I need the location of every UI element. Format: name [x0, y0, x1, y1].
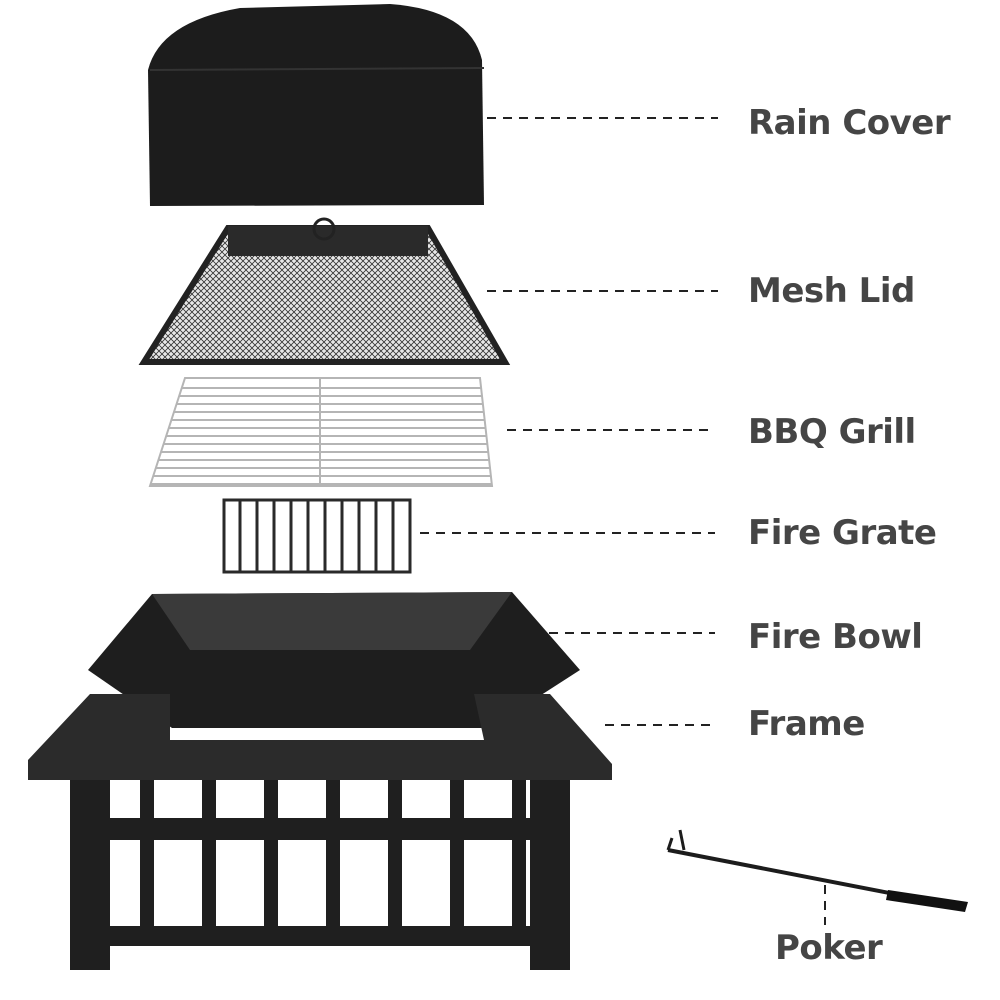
label-bbq-grill: BBQ Grill: [748, 412, 916, 452]
rain-cover-image: [148, 4, 485, 206]
poker-image: [666, 829, 968, 912]
label-mesh-lid: Mesh Lid: [748, 271, 915, 311]
fire-grate-image: [222, 498, 412, 574]
leader-lines: [420, 117, 826, 925]
label-rain-cover: Rain Cover: [748, 103, 951, 143]
label-frame: Frame: [748, 704, 865, 744]
label-fire-bowl: Fire Bowl: [748, 617, 923, 657]
mesh-lid-image: [138, 217, 511, 365]
frame-image: [28, 694, 612, 970]
label-poker: Poker: [775, 928, 883, 968]
bbq-grill-image: [148, 377, 494, 487]
label-fire-grate: Fire Grate: [748, 513, 937, 553]
fire-bowl-image: [88, 592, 580, 728]
